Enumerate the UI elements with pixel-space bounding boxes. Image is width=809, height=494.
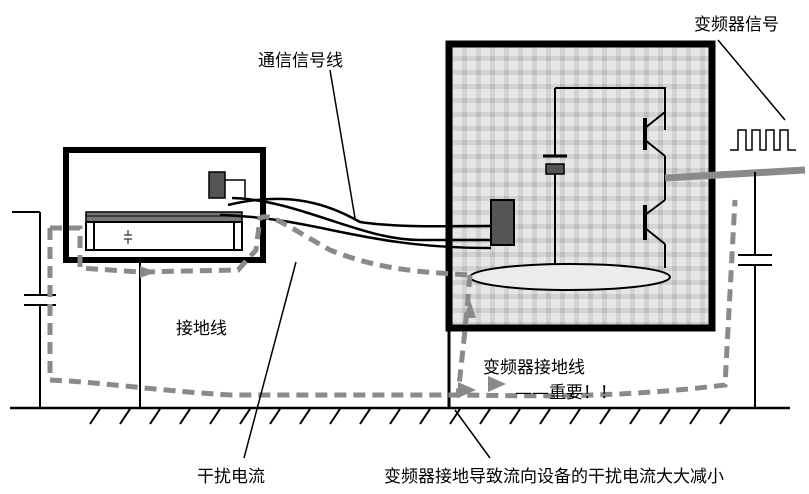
right-stray-capacitor (738, 172, 772, 408)
interference-current-path (47, 199, 738, 399)
pwm-waveform (730, 129, 796, 151)
earth-ground (10, 406, 790, 425)
vfd-signal-label: 变频器信号 (694, 15, 779, 35)
conclusion-label: 变频器接地导致流向设备的干扰电流大大减小 (384, 467, 724, 487)
label-leaders (243, 39, 786, 459)
current-arrow-markers (140, 266, 506, 398)
important-label: ——重要！！ (515, 383, 617, 403)
device-stray-capacitor (124, 230, 132, 244)
vfd-ground-wire-label: 变频器接地线 (483, 358, 585, 378)
signal-wire-label: 通信信号线 (258, 51, 343, 71)
communication-signal-wire (219, 196, 492, 250)
motor-output-line (664, 166, 806, 182)
ground-wire-label: 接地线 (176, 319, 227, 339)
inverter-cabinet (445, 40, 716, 332)
interference-current-label: 干扰电流 (197, 467, 265, 487)
